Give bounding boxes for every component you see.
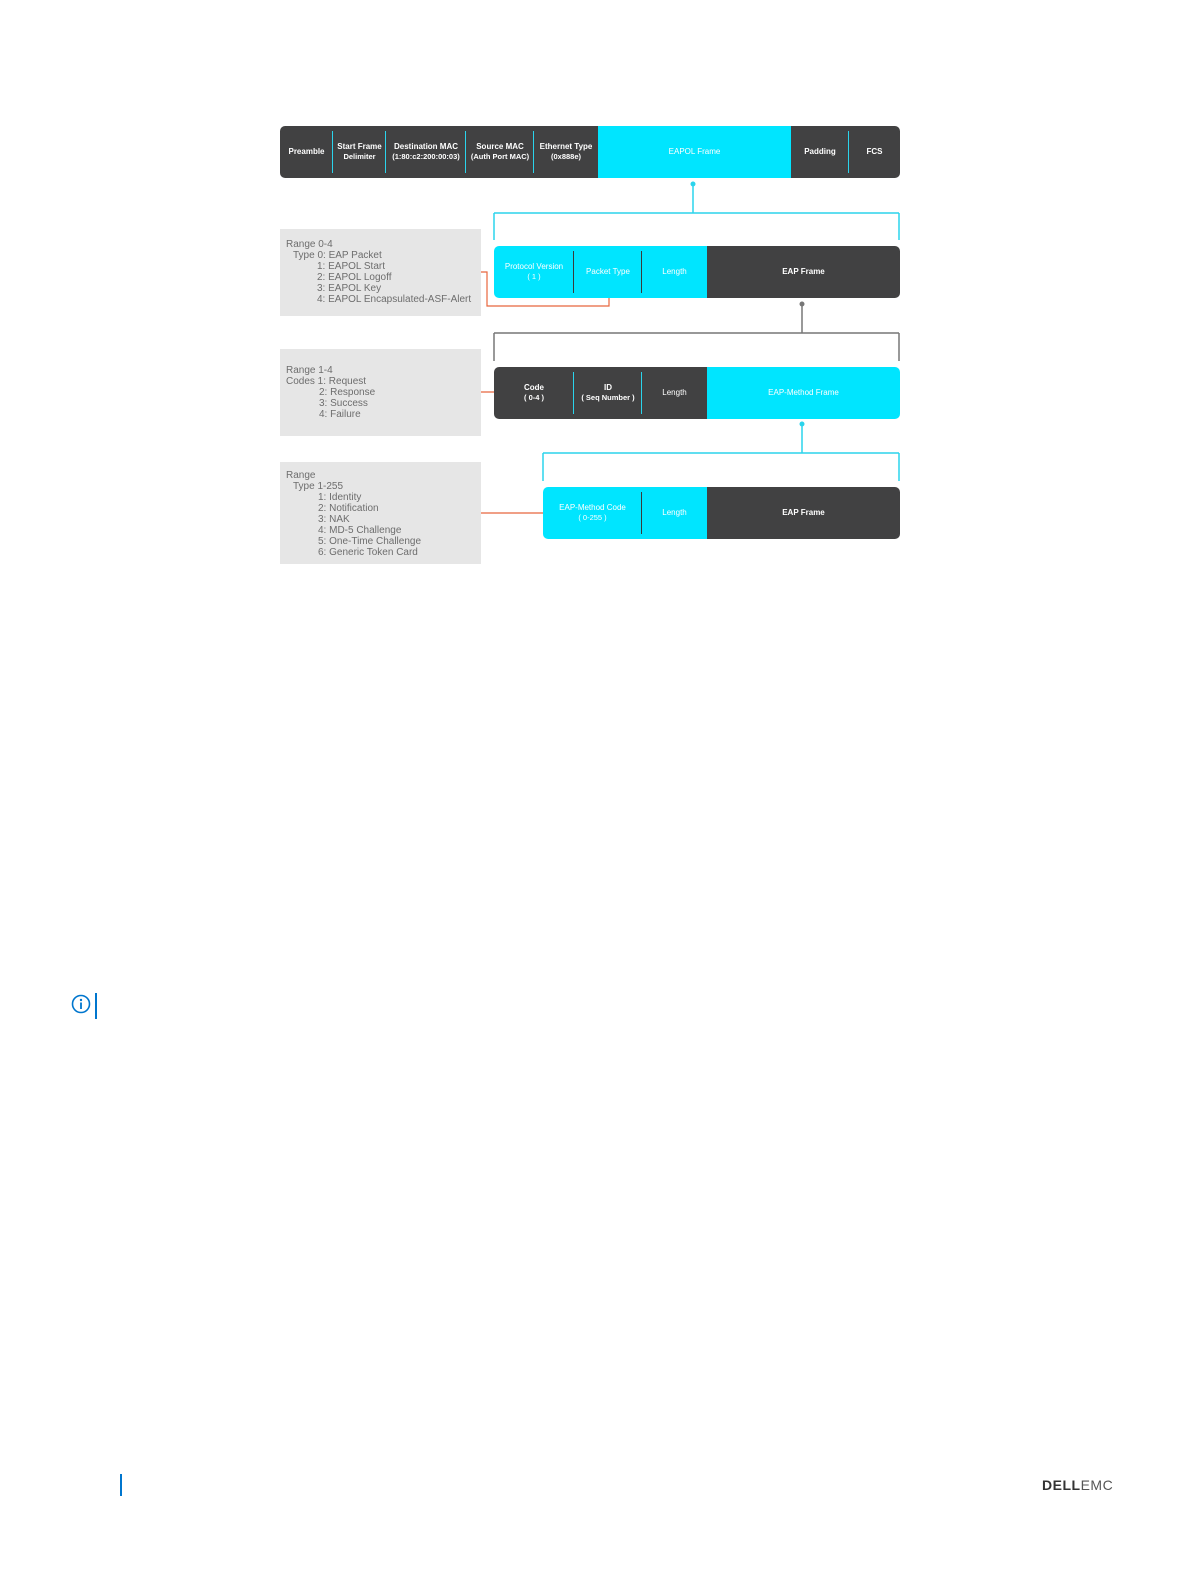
field-label: Padding xyxy=(804,147,836,156)
field-sublabel: ( 0-4 ) xyxy=(523,393,544,402)
field-label: ID xyxy=(604,383,612,392)
field-label: Source MAC xyxy=(476,142,524,151)
info-line: 4: EAPOL Encapsulated-ASF-Alert xyxy=(317,294,472,305)
eapol-frame-row: Protocol Version ( 1 ) Packet Type Lengt… xyxy=(494,246,900,298)
info-line: 2: EAPOL Logoff xyxy=(317,272,392,283)
field-sublabel: Delimiter xyxy=(343,152,376,161)
field-label: Ethernet Type xyxy=(539,142,593,151)
dell-emc-logo: DELLEMC xyxy=(1042,1477,1113,1493)
info-line: 1: Identity xyxy=(318,492,362,503)
info-icon xyxy=(71,994,91,1014)
info-line: 4: Failure xyxy=(319,409,361,420)
start-frame-delimiter-field: Start Frame Delimiter xyxy=(333,126,386,178)
info-line: 2: Response xyxy=(319,387,376,398)
field-sublabel: (0x888e) xyxy=(550,152,582,161)
destination-mac-field: Destination MAC (1:80:c2:200:00:03) xyxy=(386,126,466,178)
field-label: Code xyxy=(524,383,544,392)
field-label: FCS xyxy=(866,147,883,156)
info-line: 1: EAPOL Start xyxy=(317,261,385,272)
info-line: 3: EAPOL Key xyxy=(317,283,382,294)
fcs-field: FCS xyxy=(849,126,900,178)
field-sublabel: ( 0-255 ) xyxy=(578,513,607,522)
eap-method-frame-row: EAP-Method Code ( 0-255 ) Length EAP Fra… xyxy=(543,487,900,539)
info-line: Type 1-255 xyxy=(293,481,344,492)
eap-method-code-field: EAP-Method Code ( 0-255 ) xyxy=(543,487,642,539)
length-field: Length xyxy=(642,246,707,298)
info-line: 4: MD-5 Challenge xyxy=(318,525,402,536)
field-sublabel: (Auth Port MAC) xyxy=(470,152,530,161)
info-line: 3: Success xyxy=(319,398,368,409)
packet-type-info-box: Range 0-4 Type 0: EAP Packet 1: EAPOL St… xyxy=(280,229,481,316)
padding-field: Padding xyxy=(791,126,849,178)
field-label: Destination MAC xyxy=(394,142,458,151)
note-divider xyxy=(95,993,97,1019)
packet-type-field: Packet Type xyxy=(574,246,642,298)
info-line: 3: NAK xyxy=(318,514,350,525)
code-field: Code ( 0-4 ) xyxy=(494,367,574,419)
ethernet-type-field: Ethernet Type (0x888e) xyxy=(534,126,598,178)
field-label: EAP-Method Frame xyxy=(768,388,839,397)
info-line: Range xyxy=(286,470,316,481)
info-line: 6: Generic Token Card xyxy=(318,547,418,558)
field-label: Start Frame xyxy=(337,142,382,151)
code-info-box: Range 1-4 Codes 1: Request 2: Response 3… xyxy=(280,349,481,436)
field-sublabel: ( 1 ) xyxy=(527,272,541,281)
ethernet-frame-row: Preamble Start Frame Delimiter Destinati… xyxy=(280,126,900,178)
info-line: 2: Notification xyxy=(318,503,379,514)
protocol-version-field: Protocol Version ( 1 ) xyxy=(494,246,574,298)
field-label: Length xyxy=(662,388,687,397)
field-label: Preamble xyxy=(288,147,325,156)
logo-dell: DELL xyxy=(1042,1477,1081,1493)
info-line: Codes 1: Request xyxy=(286,376,367,387)
field-label: Packet Type xyxy=(586,267,630,276)
eapol-frame-field: EAPOL Frame xyxy=(598,126,791,178)
info-line: Type 0: EAP Packet xyxy=(293,250,382,261)
eap-frame-row: Code ( 0-4 ) ID ( Seq Number ) Length EA… xyxy=(494,367,900,419)
field-label: Protocol Version xyxy=(504,262,564,271)
length-field: Length xyxy=(642,487,707,539)
info-line: Range 0-4 xyxy=(286,239,333,250)
field-label: EAP Frame xyxy=(782,267,825,276)
eap-method-frame-field: EAP-Method Frame xyxy=(707,367,900,419)
field-label: EAP Frame xyxy=(782,508,825,517)
source-mac-field: Source MAC (Auth Port MAC) xyxy=(466,126,534,178)
field-label: EAP-Method Code xyxy=(559,503,626,512)
field-sublabel: ( Seq Number ) xyxy=(581,393,635,402)
length-field: Length xyxy=(642,367,707,419)
footer-divider xyxy=(120,1474,122,1496)
preamble-field: Preamble xyxy=(280,126,333,178)
eap-frame-field: EAP Frame xyxy=(707,487,900,539)
info-line: Range 1-4 xyxy=(286,365,333,376)
field-label: EAPOL Frame xyxy=(668,147,721,156)
field-sublabel: (1:80:c2:200:00:03) xyxy=(392,152,460,161)
info-line: 5: One-Time Challenge xyxy=(318,536,422,547)
logo-emc: EMC xyxy=(1080,1477,1114,1493)
id-field: ID ( Seq Number ) xyxy=(574,367,642,419)
method-type-info-box: Range Type 1-255 1: Identity 2: Notifica… xyxy=(280,462,481,564)
field-label: Length xyxy=(662,267,687,276)
field-label: Length xyxy=(662,508,687,517)
eap-frame-field: EAP Frame xyxy=(707,246,900,298)
